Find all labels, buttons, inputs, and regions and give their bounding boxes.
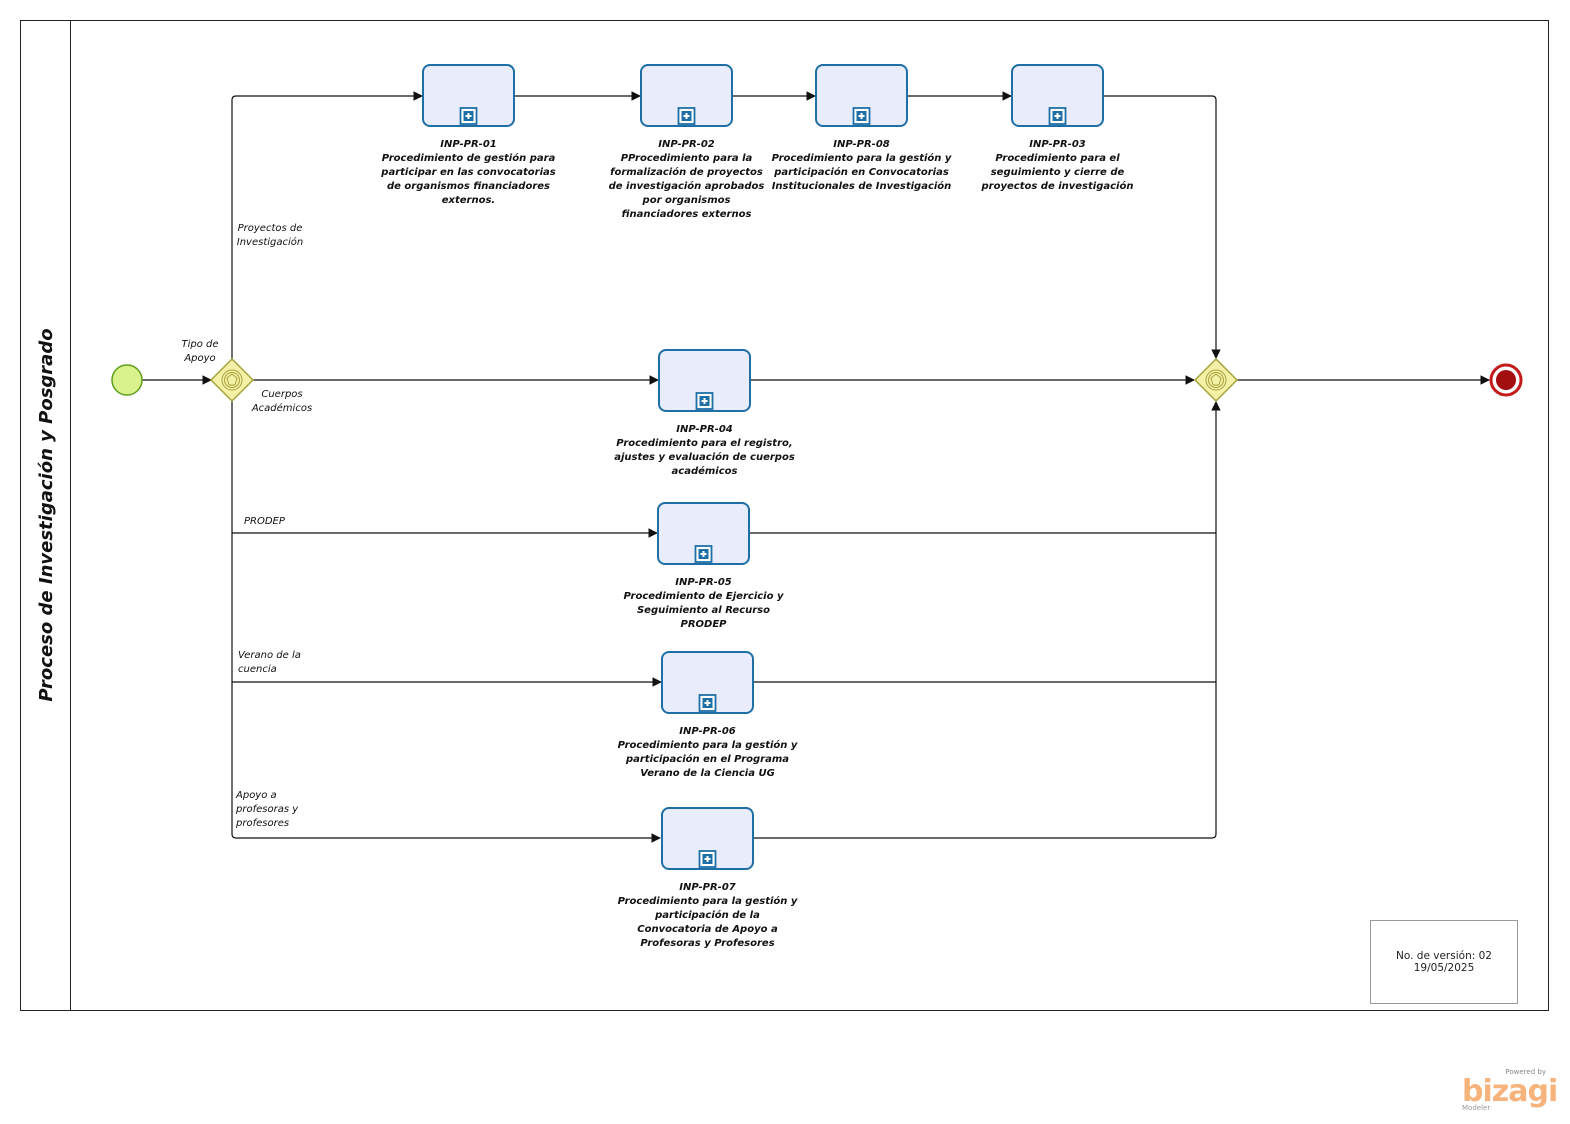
subprocess-plus-icon (698, 694, 717, 712)
task-label-line: Procedimiento de gestión para (382, 152, 556, 164)
flow-label-line: Apoyo (183, 353, 215, 364)
subprocess-plus-icon (698, 850, 717, 868)
flow-label-line: Proyectos de (238, 223, 303, 234)
flow-label-line: Tipo de (181, 339, 218, 350)
subprocess-plus-icon (695, 392, 714, 410)
flow-label-line: Académicos (251, 402, 312, 414)
task-label-line: participación en Convocatorias (773, 166, 949, 178)
task-label-line: INP-PR-01 (440, 139, 497, 150)
task-label-line: Procedimiento para la gestión y (618, 739, 798, 751)
flow-label-verano: Verano de la cuencia (238, 650, 301, 675)
flow-label-line: profesores (235, 818, 289, 829)
flow-label-prodep: PRODEP (244, 516, 286, 527)
task-label-line: participar en las convocatorias (380, 167, 555, 178)
task-pr04[interactable] (658, 349, 751, 412)
subprocess-plus-icon (677, 107, 696, 125)
flow-label-line: Cuerpos (261, 389, 302, 400)
task-pr01[interactable] (422, 64, 515, 127)
task-label-line: seguimiento y cierre de (991, 167, 1125, 178)
flow-label-line: Investigación (237, 236, 303, 248)
flow-label-label: Tipo de Apoyo (181, 339, 218, 364)
subprocess-plus-icon (459, 107, 478, 125)
task-label-line: formalización de proyectos (610, 166, 763, 178)
pool (20, 20, 1549, 1011)
task-label-line: Procedimiento para el (995, 153, 1120, 164)
flow-trunk-down (231, 400, 661, 843)
task-label-line: Profesoras y Profesores (640, 938, 774, 949)
task-label-line: Procedimiento para la gestión y (618, 895, 798, 907)
task-label-line: de investigación aprobados (609, 180, 765, 192)
subprocess-plus-icon (694, 545, 713, 563)
flow-label-line: Apoyo a (235, 790, 277, 801)
task-label-line: Verano de la Ciencia UG (640, 768, 775, 779)
flow-pr07-join (753, 401, 1221, 839)
task-label-line: PRODEP (681, 619, 728, 630)
task-label-line: INP-PR-03 (1029, 139, 1086, 150)
flow-label-proyectos: Proyectos de Investigación (237, 223, 303, 248)
version-date: 19/05/2025 (1413, 962, 1475, 974)
task-pr06[interactable] (661, 651, 754, 714)
flow-trunk-up (231, 91, 423, 360)
task-label-line: Procedimiento para el registro, (616, 438, 792, 449)
bizagi-logo: Powered by bizagi Modeler (1460, 1068, 1558, 1114)
task-label-line: financiadores externos (622, 209, 752, 220)
task-pr02[interactable] (640, 64, 733, 127)
task-label-line: externos. (442, 195, 495, 206)
gateway-join[interactable] (1193, 357, 1239, 403)
task-pr03[interactable] (1011, 64, 1104, 127)
flow-pr03-join (1102, 95, 1221, 359)
brand-product: Modeler (1462, 1104, 1491, 1112)
task-pr07[interactable] (661, 807, 754, 870)
task-label-line: participación de la (654, 909, 760, 921)
task-label-line: proyectos de investigación (981, 180, 1134, 192)
task-label-line: INP-PR-05 (675, 577, 732, 588)
task-label-line: Procedimiento de Ejercicio y (624, 591, 784, 602)
flow-label-line: PRODEP (244, 516, 286, 527)
task-label-line: por organismos (642, 195, 731, 206)
tasks-layer (422, 64, 1104, 870)
task-label-line: participación en el Programa (625, 753, 789, 765)
subprocess-plus-icon (852, 107, 871, 125)
task-label-line: PProcedimiento para la (621, 153, 753, 164)
task-label-line: INP-PR-08 (833, 139, 890, 150)
brand-name: bizagi (1462, 1074, 1558, 1109)
version-number: No. de versión: 02 (1396, 950, 1492, 962)
start-event[interactable] (111, 364, 143, 396)
task-label-line: Institucionales de Investigación (772, 180, 952, 192)
version-box: No. de versión: 02 19/05/2025 (1370, 920, 1518, 1004)
end-event[interactable] (1489, 363, 1523, 397)
task-label-line: INP-PR-06 (679, 726, 736, 737)
flow-label-line: Verano de la (238, 650, 301, 661)
gateway-split[interactable] (209, 357, 255, 403)
task-label-line: INP-PR-02 (658, 139, 715, 150)
flow-label-apoyo: Apoyo a profesoras y profesores (235, 790, 299, 829)
task-label-line: Procedimiento para la gestión y (772, 152, 952, 164)
task-label-line: ajustes y evaluación de cuerpos (614, 451, 795, 463)
pool-title: Proceso de Investigación y Posgrado (36, 328, 57, 701)
flow-label-line: cuencia (238, 664, 277, 675)
task-pr08[interactable] (815, 64, 908, 127)
task-label-line: INP-PR-04 (676, 424, 733, 435)
brand-powered: Powered by (1505, 1068, 1546, 1076)
subprocess-plus-icon (1048, 107, 1067, 125)
task-label-line: de organismos financiadores (387, 181, 550, 192)
task-label-line: académicos (672, 465, 738, 477)
task-pr05[interactable] (657, 502, 750, 565)
flow-label-line: profesoras y (235, 804, 299, 815)
task-label-line: Seguimiento al Recurso (637, 605, 770, 616)
task-label-line: Convocatoria de Apoyo a (637, 924, 778, 935)
task-label-line: INP-PR-07 (679, 882, 736, 893)
